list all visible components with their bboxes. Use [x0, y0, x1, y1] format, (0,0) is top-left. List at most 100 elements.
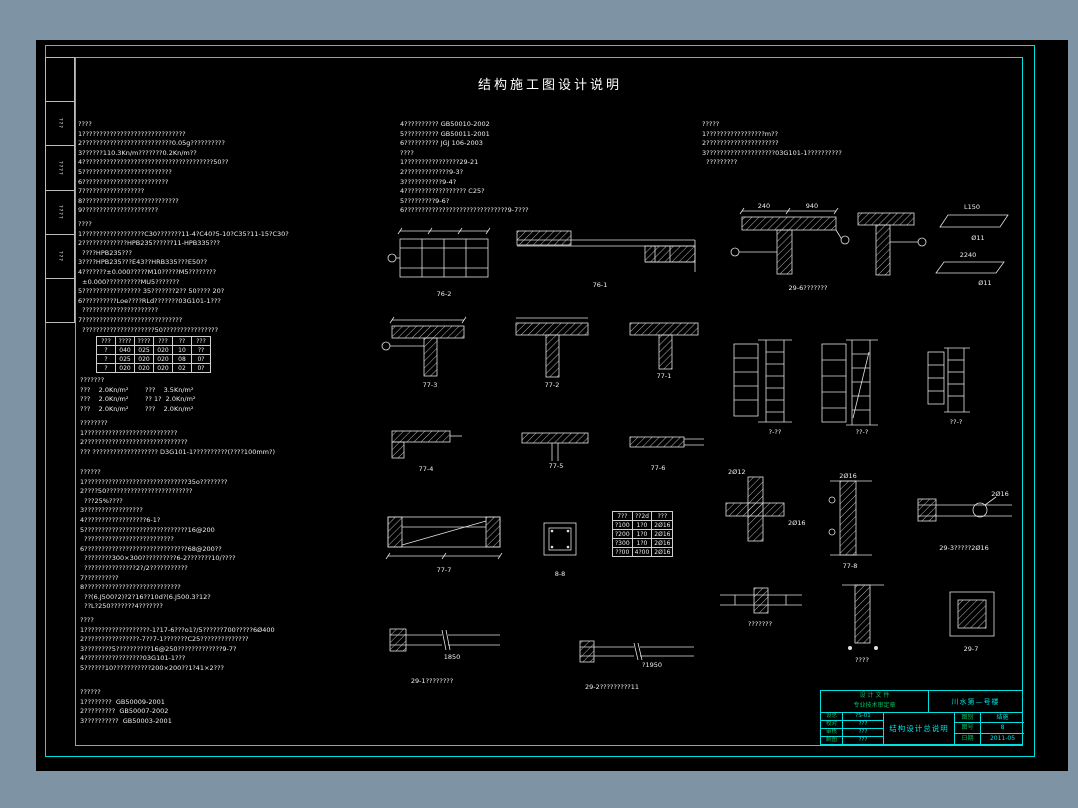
text-line: 1?????????????????m?? — [702, 129, 779, 138]
title-block-row: 制图 ??? — [821, 737, 883, 745]
table-cell: ? — [96, 354, 116, 364]
text-block-foundation: ????????1???????????????????????????2???… — [80, 419, 275, 457]
table-cell: ??? — [191, 336, 211, 346]
text-line: 3????????????????? — [80, 506, 143, 515]
table-cell: 020 — [153, 345, 173, 355]
table-cell: ??00 — [612, 547, 633, 557]
text-line: ????????300×300??????????6-2???????10/??… — [80, 554, 236, 563]
drawing-title: 结构设计总说明 — [883, 713, 955, 744]
text-line: 5??????????????????????????????16@200 — [80, 525, 215, 534]
text-line: ????HPB235??? — [78, 248, 132, 257]
text-line: ??L?250???????4??????? — [80, 602, 163, 611]
row-value: ??? — [858, 737, 868, 743]
text-line: 3???????????9-4? — [400, 177, 457, 186]
text-line: ??? 2.0Kn/m² ??? 3.5Kn/m² — [80, 385, 194, 394]
table-cell: 0? — [191, 354, 211, 364]
table-cell: ?100 — [612, 520, 633, 530]
text-line: 2?????????????9-3? — [400, 167, 464, 176]
text-line: 6?????????? JGJ 106-2003 — [400, 139, 483, 148]
strip-cell: ??? — [46, 235, 74, 279]
title-block-row: 设总 ?S-01 — [821, 713, 883, 721]
table-cell: ??? — [96, 336, 116, 346]
table-row: 7????2d??? — [612, 511, 674, 521]
row-label: 图别 — [955, 713, 981, 723]
text-line: 5??????10???????????200×200??1?41×2??? — [80, 663, 225, 672]
text-line: 8???????????????????????????? — [78, 196, 179, 205]
text-line: ?????????????????????????? — [80, 535, 174, 544]
table-cell: ???? — [134, 336, 154, 346]
text-line: 1????????????????29-21 — [400, 158, 479, 167]
text-line: 5?????????? GB50011-2001 — [400, 129, 490, 138]
text-line: 4?????????????????03G101-1??? — [80, 654, 186, 663]
row-label: 图号 — [955, 723, 981, 733]
stamp-line-2: 专业技术审定章 — [853, 702, 896, 709]
row-value: ?S-01 — [855, 713, 871, 719]
table-cell: ?200 — [612, 529, 633, 539]
table-cell: ??2d — [631, 511, 653, 521]
text-line: ??? 2.0Kn/m² ?? 1? 2.0Kn/m² — [80, 395, 196, 404]
title-block-left-grid: 设总 ?S-01 校对 ??? 审核 ??? 制图 ??? — [821, 713, 883, 745]
table-cell: 1?0 — [631, 529, 653, 539]
text-line: 6??????????????????????????????68@200?? — [80, 544, 222, 553]
row-label: 校对 — [821, 721, 843, 728]
text-block-masonry: ??????1??????????????????????????????35o… — [80, 468, 236, 612]
sheet-outer-frame — [45, 45, 1035, 757]
text-block-other: ????1???????????????????-1?17-6???o1?/5?… — [80, 616, 275, 674]
text-line: 5????????????????? 35???????2?? 50???? 2… — [78, 287, 225, 296]
strip-cell: ???? — [46, 191, 74, 235]
text-line: ???? — [78, 120, 92, 128]
text-line: ??(6.J500?2)?2?16??10d?(6.J500.3?12? — [80, 592, 211, 601]
title-block-row: 图号 8 — [955, 723, 1024, 734]
text-line: ?????????????????????50???????????????? — [78, 325, 219, 334]
table-cell: ?? — [172, 336, 192, 346]
text-line: ?????????????????????? — [78, 306, 159, 315]
text-block-loads: ?????????? 2.0Kn/m² ??? 3.5Kn/m²??? 2.0K… — [80, 376, 196, 414]
text-line: 1??????????????????C30???????11-4?C40?5-… — [78, 229, 289, 238]
text-block-general: ????1??????????????????????????????2????… — [78, 120, 228, 216]
text-line: 2?????????????HPB235??????11-HPB335??? — [78, 239, 220, 248]
title-block-stamp: 设 计 文 件 专业技术审定章 — [821, 691, 929, 713]
sheet-title: 结构施工图设计说明 — [477, 78, 622, 93]
text-line: ???? — [400, 148, 414, 157]
text-line: ???25%???? — [80, 496, 123, 505]
table-cell: 2Ø16 — [651, 520, 674, 530]
text-line: 1???????? GB50009-2001 — [80, 697, 165, 706]
table-cell: ???? — [115, 336, 135, 346]
row-value: 8 — [1000, 724, 1005, 732]
text-line: 1???????????????????-1?17-6???o1?/5?????… — [80, 625, 275, 634]
row-value: ??? — [858, 721, 868, 727]
table-cell: 020 — [153, 363, 173, 373]
text-line: 3????HPB235???E43??HRB335???E50?? — [78, 258, 208, 267]
table-cell: 1?0 — [631, 538, 653, 548]
row-label: 设总 — [821, 713, 843, 720]
row-label: 审核 — [821, 729, 843, 736]
text-line: ?????? — [80, 688, 101, 696]
strip-cell: ??? — [46, 102, 74, 147]
text-block-materials: ????1??????????????????C30???????11-4?C4… — [78, 220, 289, 335]
text-line: 1??????????????????????????? — [80, 428, 178, 437]
text-line: 4??????????????????????????????????????5… — [78, 158, 229, 167]
title-block-row: 日期 2011-05 — [955, 733, 1024, 744]
text-line: 4???????±0.000?????M10?????M5???????? — [78, 267, 217, 276]
table-cell: 020 — [153, 354, 173, 364]
stamp-line-1: 设 计 文 件 — [859, 692, 890, 699]
text-line: 3????????????????????03G101-1?????????? — [702, 148, 842, 157]
title-block: 设 计 文 件 专业技术审定章 川水第—号楼 设总 ?S-01 校对 ??? 审… — [820, 690, 1024, 745]
project-name: 川水第—号楼 — [929, 691, 1022, 713]
text-line: 7?????????? — [80, 573, 119, 582]
text-line: 9?????????????????????? — [78, 206, 159, 215]
text-line: 3????????5??????????16@250?????????????9… — [80, 644, 237, 653]
text-line: 5?????????????????????????? — [78, 167, 172, 176]
table-cell: 020 — [115, 363, 135, 373]
text-line: ???????? — [80, 419, 108, 427]
title-block-right-grid: 图别 结施 图号 8 日期 2011-05 — [955, 713, 1024, 744]
text-line: 4?????????? GB50010-2002 — [400, 120, 490, 128]
text-line: ????????? — [702, 158, 738, 167]
row-value: 2011-05 — [989, 734, 1016, 742]
text-line: 7????????????????????????????? — [78, 315, 183, 324]
